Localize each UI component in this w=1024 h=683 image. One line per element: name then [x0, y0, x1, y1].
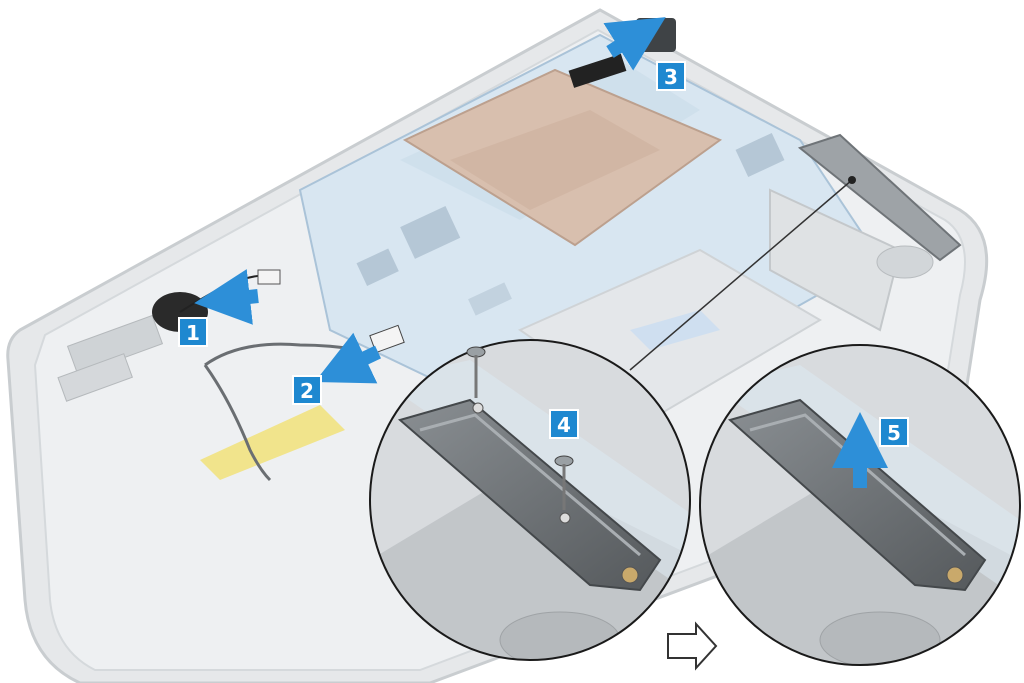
step-badge-3: 3 — [656, 61, 686, 91]
blue-arrow-icon — [314, 332, 381, 384]
detail-view-step-4 — [369, 339, 691, 661]
screw-icon — [466, 346, 486, 398]
step-badge-1: 1 — [178, 317, 208, 347]
step-badge-4: 4 — [549, 409, 579, 439]
next-arrow-icon — [667, 621, 718, 671]
svg-text:4: 4 — [557, 413, 571, 437]
left-hinge — [57, 314, 164, 402]
antenna-bracket-main — [797, 133, 962, 262]
svg-text:5: 5 — [887, 421, 901, 445]
antenna-bracket-detail — [397, 398, 662, 592]
coin-cell-connector — [257, 269, 281, 285]
detail-view-step-5 — [699, 344, 1021, 666]
heatsink — [402, 68, 723, 247]
blue-arrow-icon — [603, 17, 666, 71]
antenna-bracket-detail-lifted — [727, 398, 987, 592]
screw-icon — [554, 455, 574, 510]
svg-text:3: 3 — [664, 65, 678, 89]
blue-arrow-icon — [194, 269, 259, 325]
step-badge-5: 5 — [879, 417, 909, 447]
svg-text:1: 1 — [186, 321, 200, 345]
step-badge-2: 2 — [292, 375, 322, 405]
svg-text:2: 2 — [300, 379, 314, 403]
speaker-area — [769, 188, 934, 332]
yellow-tape — [200, 405, 345, 480]
